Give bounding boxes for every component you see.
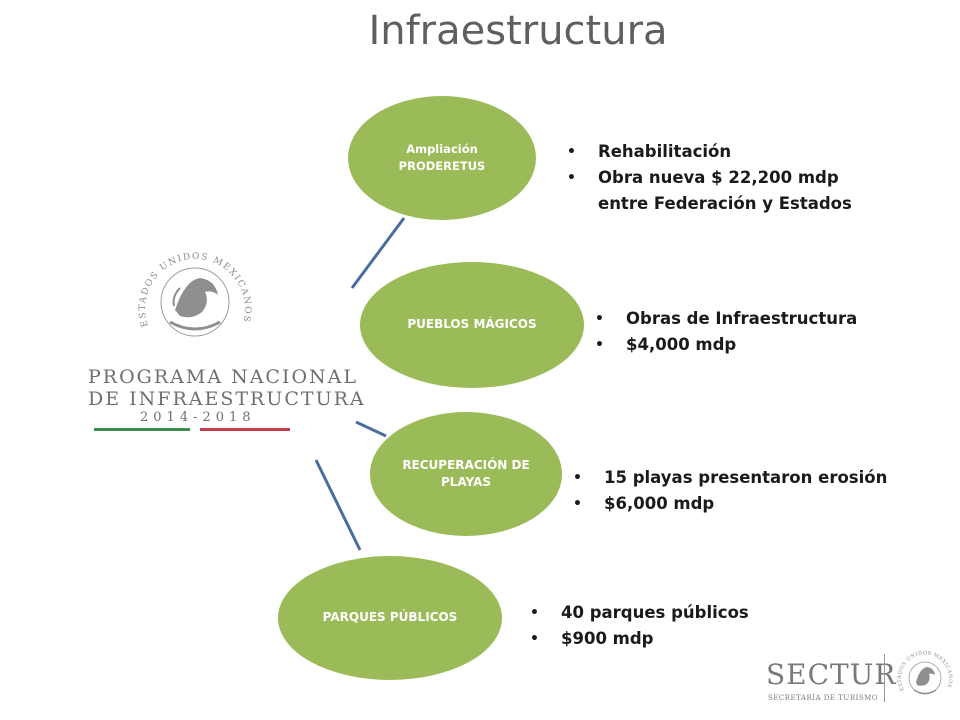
oval-ampliacion-proderetus: Ampliación PRODERETUS — [348, 96, 536, 220]
sectur-divider — [884, 654, 885, 702]
oval-pueblos-magicos: PUEBLOS MÁGICOS — [360, 262, 584, 388]
pni-logo: ESTADOS UNIDOS MEXICANOS PROGRAMA NACION… — [80, 240, 364, 440]
bullet-continuation: entre Federación y Estados — [598, 194, 852, 213]
flag-stripe-white — [190, 428, 202, 431]
bullet-line: Obra nueva $ 22,200 mdp — [598, 168, 839, 187]
oval-label-line1: Ampliación — [406, 142, 478, 157]
connector-2 — [355, 420, 387, 438]
bullet-item: 15 playas presentaron erosión — [570, 465, 887, 491]
sectur-subtitle: SECRETARÍA DE TURISMO — [768, 694, 879, 702]
bullets-pueblos-magicos: Obras de Infraestructura $4,000 mdp — [592, 306, 857, 358]
connector-3 — [314, 459, 362, 551]
oval-label-line1: RECUPERACIÓN DE — [402, 457, 530, 472]
sectur-seal-icon: ESTADOS UNIDOS MEXICANOS — [897, 650, 953, 695]
bullet-item: $4,000 mdp — [592, 332, 857, 358]
bullet-item: Obras de Infraestructura — [592, 306, 857, 332]
bullet-item: $6,000 mdp — [570, 491, 887, 517]
sectur-logo: SECTUR SECRETARÍA DE TURISMO ESTADOS UNI… — [756, 636, 960, 720]
oval-label-line2: PLAYAS — [440, 475, 492, 489]
flag-stripe-red — [200, 428, 290, 431]
oval-recuperacion-playas: RECUPERACIÓN DE PLAYAS — [370, 412, 562, 536]
pni-line1: PROGRAMA NACIONAL — [88, 366, 359, 388]
flag-stripe-green — [94, 428, 190, 431]
oval-label-line2: PRODERETUS — [398, 159, 486, 173]
bullet-item: 40 parques públicos — [527, 600, 749, 626]
oval-label-line1: PARQUES PÚBLICOS — [322, 610, 458, 625]
oval-label-line1: PUEBLOS MÁGICOS — [407, 317, 537, 332]
bullets-parques: 40 parques públicos $900 mdp — [527, 600, 749, 652]
mexico-seal-icon: ESTADOS UNIDOS MEXICANOS — [138, 252, 251, 337]
bullets-proderetus: Rehabilitación Obra nueva $ 22,200 mdp en… — [564, 139, 852, 217]
bullet-item: Rehabilitación — [564, 139, 852, 165]
bullets-playas: 15 playas presentaron erosión $6,000 mdp — [570, 465, 887, 517]
connector-1 — [350, 217, 406, 289]
bullet-item: $900 mdp — [527, 626, 749, 652]
bullet-item: Obra nueva $ 22,200 mdp entre Federación … — [564, 165, 852, 217]
pni-line2: DE INFRAESTRUCTURA — [88, 388, 366, 410]
sectur-name: SECTUR — [766, 658, 897, 691]
pni-years: 2014-2018 — [140, 410, 256, 425]
page-title: Infraestructura — [368, 8, 668, 54]
oval-parques-publicos: PARQUES PÚBLICOS — [278, 556, 502, 680]
